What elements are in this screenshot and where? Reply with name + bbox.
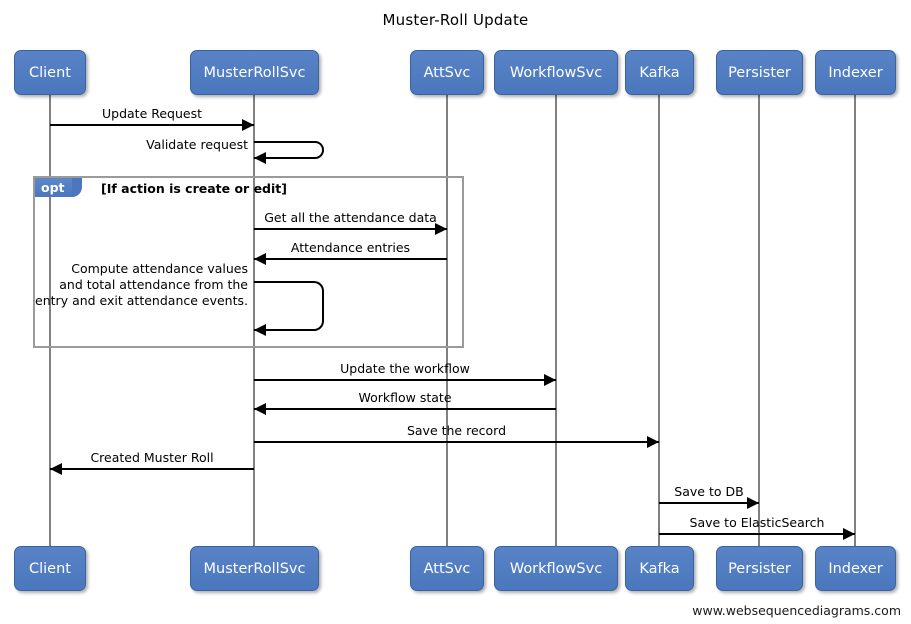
message-line-m1: [50, 124, 254, 126]
arrow-head-m2: [254, 152, 266, 164]
participant-top-workflowsvc[interactable]: WorkflowSvc: [494, 50, 618, 95]
message-label-m1: Update Request: [101, 106, 203, 121]
message-label-m6: Update the workflow: [340, 361, 470, 376]
participant-label: MusterRollSvc: [203, 560, 306, 577]
participant-top-indexer[interactable]: Indexer: [815, 50, 896, 95]
participant-label: AttSvc: [423, 64, 471, 81]
message-line-m4: [254, 258, 447, 260]
participant-bottom-client[interactable]: Client: [14, 546, 86, 591]
message-label-m9: Created Muster Roll: [90, 450, 214, 465]
message-label-m10: Save to DB: [674, 484, 744, 499]
arrow-head-m8: [647, 436, 659, 448]
participant-label: Kafka: [639, 64, 680, 81]
arrow-head-m5: [254, 324, 266, 336]
participant-bottom-persister[interactable]: Persister: [716, 546, 803, 591]
arrow-head-m4: [254, 253, 266, 265]
lifeline-kafka: [658, 95, 660, 546]
arrow-head-m11: [843, 528, 855, 540]
lifeline-client: [49, 95, 51, 546]
participant-label: Indexer: [828, 64, 883, 81]
message-line-m6: [254, 379, 556, 381]
message-line-m10: [659, 502, 759, 504]
participant-top-persister[interactable]: Persister: [716, 50, 803, 95]
participant-label: Persister: [728, 560, 791, 577]
message-label-m3: Get all the attendance data: [264, 210, 437, 225]
self-message-loop-m2: [254, 141, 324, 159]
participant-top-client[interactable]: Client: [14, 50, 86, 95]
participant-label: Kafka: [639, 560, 680, 577]
participant-bottom-musterroll[interactable]: MusterRollSvc: [190, 546, 319, 591]
fragment-opt-tab: opt: [35, 178, 81, 197]
message-label-m2: Validate request: [146, 137, 248, 152]
participant-bottom-workflowsvc[interactable]: WorkflowSvc: [494, 546, 618, 591]
page-title: Muster-Roll Update: [382, 11, 529, 29]
participant-label: Client: [29, 64, 71, 81]
arrow-head-m1: [242, 119, 254, 131]
participant-bottom-indexer[interactable]: Indexer: [815, 546, 896, 591]
arrow-head-m7: [254, 403, 266, 415]
message-label-m11: Save to ElasticSearch: [689, 515, 825, 530]
message-line-m7: [254, 408, 556, 410]
message-label-m8: Save the record: [406, 423, 507, 438]
participant-top-kafka[interactable]: Kafka: [625, 50, 694, 95]
arrow-head-m10: [747, 497, 759, 509]
message-label-m7: Workflow state: [358, 390, 452, 405]
participant-bottom-kafka[interactable]: Kafka: [625, 546, 694, 591]
message-line-m9: [50, 468, 254, 470]
lifeline-workflowsvc: [555, 95, 557, 546]
lifeline-persister: [758, 95, 760, 546]
participant-label: Persister: [728, 64, 791, 81]
participant-top-musterroll[interactable]: MusterRollSvc: [190, 50, 319, 95]
lifeline-attsvc: [446, 95, 448, 546]
message-label-m4: Attendance entries: [290, 240, 411, 255]
participant-bottom-attsvc[interactable]: AttSvc: [410, 546, 484, 591]
arrow-head-m6: [544, 374, 556, 386]
arrow-head-m9: [50, 463, 62, 475]
self-message-loop-m5: [254, 281, 324, 331]
lifeline-indexer: [854, 95, 856, 546]
arrow-head-m3: [435, 223, 447, 235]
participant-top-attsvc[interactable]: AttSvc: [410, 50, 484, 95]
participant-label: Client: [29, 560, 71, 577]
fragment-opt-condition: [If action is create or edit]: [101, 181, 287, 196]
footer-credit: www.websequencediagrams.com: [692, 603, 901, 618]
message-line-m3: [254, 228, 447, 230]
lifeline-musterroll: [253, 95, 255, 546]
participant-label: WorkflowSvc: [509, 560, 603, 577]
participant-label: AttSvc: [423, 560, 471, 577]
message-line-m11: [659, 533, 855, 535]
participant-label: Indexer: [828, 560, 883, 577]
participant-label: MusterRollSvc: [203, 64, 306, 81]
fragment-opt-box: [33, 176, 464, 348]
message-line-m8: [254, 441, 659, 443]
participant-label: WorkflowSvc: [509, 64, 603, 81]
